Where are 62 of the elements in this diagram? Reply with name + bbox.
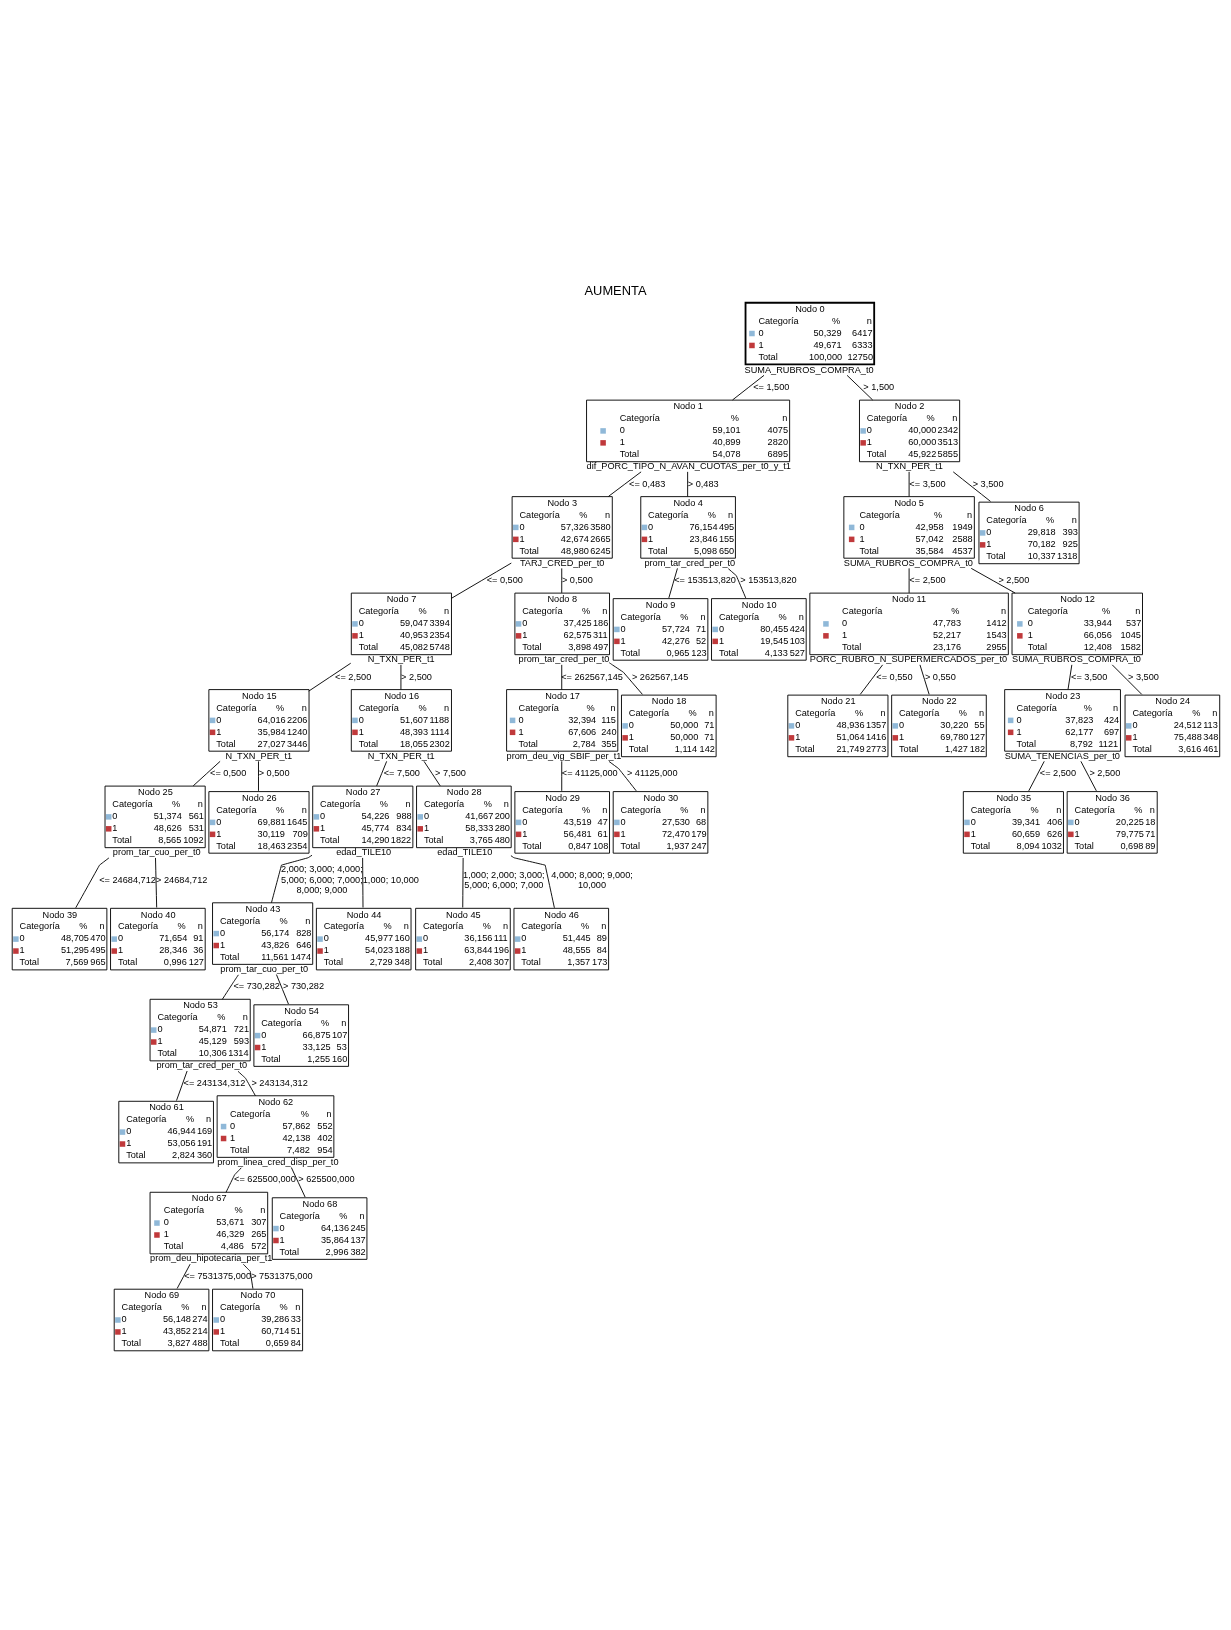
edge-label: > 0,500 bbox=[561, 574, 593, 585]
node-label: SUMA_RUBROS_COMPRA_t0 bbox=[843, 557, 973, 568]
edge-label: <= 7,500 bbox=[383, 767, 420, 778]
node-label: N_TXN_PER_t1 bbox=[367, 653, 435, 664]
node-label: SUMA_TENENCIAS_per_t0 bbox=[1004, 750, 1120, 761]
node-label: edad_TILE10 bbox=[437, 846, 493, 857]
node-label: prom_deu_vig_SBIF_per_t1 bbox=[506, 750, 622, 761]
node-label: PORC_RUBRO_N_SUPERMERCADOS_per_t0 bbox=[809, 653, 1008, 664]
node-label: prom_tar_cuo_per_t0 bbox=[220, 963, 309, 974]
diagram-title: AUMENTA bbox=[584, 282, 647, 298]
edge-label: > 0,500 bbox=[258, 767, 290, 778]
edge-label: <= 24684,712 bbox=[99, 874, 156, 885]
edge-label: 1,000; 10,000 bbox=[362, 874, 419, 885]
node-label: prom_tar_cuo_per_t0 bbox=[112, 846, 201, 857]
edge-label: 1,000; 2,000; 3,000; 5,000; 6,000; 7,000 bbox=[463, 869, 545, 890]
node-label: N_TXN_PER_t1 bbox=[367, 750, 435, 761]
node-label: prom_deu_hipotecaria_per_t1 bbox=[150, 1252, 273, 1263]
edge-label: <= 7531375,000 bbox=[184, 1270, 252, 1281]
edge-label: > 2,500 bbox=[998, 574, 1030, 585]
node-label: N_TXN_PER_t1 bbox=[225, 750, 293, 761]
edge-label: > 2,500 bbox=[1089, 767, 1121, 778]
edge-label: > 730,282 bbox=[282, 980, 325, 991]
edge-label: <= 0,500 bbox=[210, 767, 247, 778]
edge-label: <= 243134,312 bbox=[183, 1077, 246, 1088]
edge-label: > 0,483 bbox=[687, 478, 719, 489]
edge-label: <= 41125,000 bbox=[561, 767, 618, 778]
node-label: prom_tar_cred_per_t0 bbox=[518, 653, 610, 664]
edge-label: <= 3,500 bbox=[909, 478, 946, 489]
edge-label: > 262567,145 bbox=[631, 671, 689, 681]
edge-label: > 1,500 bbox=[863, 381, 895, 392]
node-label: prom_tar_cred_per_t0 bbox=[156, 1059, 248, 1070]
edge-label: <= 3,500 bbox=[1071, 671, 1108, 681]
edge-label: > 0,550 bbox=[924, 671, 956, 681]
edge-label: > 625500,000 bbox=[298, 1173, 355, 1184]
edge-label: <= 625500,000 bbox=[234, 1173, 296, 1184]
edge-label: <= 1,500 bbox=[753, 381, 790, 392]
edge-label: <= 2,500 bbox=[335, 671, 372, 681]
edge-label: <= 0,500 bbox=[486, 574, 523, 585]
edge-label: > 7,500 bbox=[435, 767, 466, 778]
edge-label: > 3,500 bbox=[972, 478, 1004, 489]
edge-label: <= 730,282 bbox=[233, 980, 280, 991]
edge-label: > 41125,000 bbox=[626, 767, 678, 778]
edge-label: 4,000; 8,000; 9,000; 10,000 bbox=[551, 869, 633, 890]
edge-label: > 153513,820 bbox=[740, 574, 797, 585]
edge-label: > 24684,712 bbox=[156, 874, 208, 885]
node-label: SUMA_RUBROS_COMPRA_t0 bbox=[744, 364, 874, 375]
edge-label: > 3,500 bbox=[1128, 671, 1159, 681]
node-label: TARJ_CRED_per_t0 bbox=[519, 557, 605, 568]
edge-label: > 7531375,000 bbox=[251, 1270, 313, 1281]
node-label: edad_TILE10 bbox=[336, 846, 392, 857]
edge-label: <= 2,500 bbox=[1039, 767, 1077, 778]
node-label: dif_PORC_TIPO_N_AVAN_CUOTAS_per_t0_y_t1 bbox=[586, 460, 791, 471]
node-label: prom_linea_cred_disp_per_t0 bbox=[217, 1156, 339, 1167]
edge-label: <= 0,483 bbox=[629, 478, 666, 489]
edge-label: <= 0,550 bbox=[876, 671, 913, 681]
edge-label: > 243134,312 bbox=[251, 1077, 308, 1088]
edge-label: <= 2,500 bbox=[909, 574, 946, 585]
node-label: prom_tar_cred_per_t0 bbox=[644, 557, 736, 568]
edge-label: > 2,500 bbox=[401, 671, 432, 681]
node-label: N_TXN_PER_t1 bbox=[876, 460, 943, 471]
node-label: SUMA_RUBROS_COMPRA_t0 bbox=[1012, 653, 1141, 664]
edge-label: <= 153513,820 bbox=[674, 574, 736, 585]
